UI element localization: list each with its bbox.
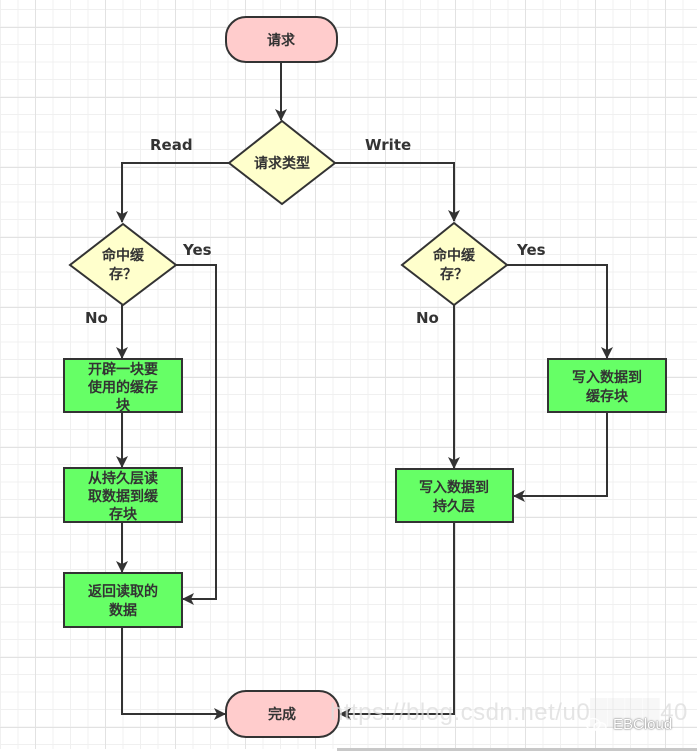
process-shape — [395, 468, 514, 523]
node-label-line: 写入数据到 — [572, 369, 642, 386]
node-label-line: 持久层 — [433, 498, 475, 515]
edges — [116, 62, 613, 720]
process-shape — [63, 572, 183, 628]
edge-write-branch — [335, 162, 460, 222]
edge-cache-to-persist — [513, 412, 608, 502]
process-shape — [547, 358, 667, 413]
terminator-shape — [225, 16, 338, 63]
node-label-line: 返回读取的 — [88, 583, 158, 600]
node-write-to-cache[interactable]: 写入数据到 缓存块 — [547, 358, 667, 413]
url-watermark: https://blog.csdn.net/u0████40 — [330, 699, 688, 726]
edge-read-yes — [176, 264, 217, 605]
process-shape — [63, 467, 183, 523]
node-label: 完成 — [268, 706, 296, 723]
node-label-line: 命中缓 — [432, 247, 476, 264]
brand-name: EBCloud — [613, 716, 673, 733]
node-alloc-cache-block[interactable]: 开辟一块要 使用的缓存 块 — [63, 358, 183, 414]
node-label: 请求类型 — [254, 155, 310, 172]
node-write-to-persistence[interactable]: 写入数据到 持久层 — [395, 468, 514, 523]
node-load-from-persistence[interactable]: 从持久层读 取数据到缓 存块 — [63, 467, 183, 523]
node-label-line: 写入数据到 — [419, 479, 489, 496]
node-write-cache-hit[interactable]: 命中缓 存？ — [400, 221, 509, 307]
edge-label-write: Write — [365, 136, 411, 154]
terminator-shape — [225, 690, 340, 738]
brand-watermark: EBCloud — [585, 716, 672, 733]
edge-write-yes — [507, 264, 613, 359]
node-label-line: 存？ — [109, 266, 137, 283]
node-label-line: 从持久层读 — [88, 470, 158, 487]
node-start[interactable]: 请求 — [225, 16, 338, 63]
edge-label-read-no: No — [85, 309, 108, 327]
node-label-line: 缓存块 — [586, 388, 629, 405]
node-label-line: 命中缓 — [101, 247, 145, 264]
process-shape — [63, 358, 183, 413]
node-label-line: 存？ — [440, 266, 468, 283]
node-end[interactable]: 完成 — [225, 690, 340, 738]
edge-return-to-end — [121, 627, 226, 720]
edge-persist-to-end — [339, 522, 455, 720]
node-label-line: 数据 — [109, 602, 137, 619]
node-request-type[interactable]: 请求类型 — [227, 119, 337, 206]
bottom-border — [337, 748, 697, 751]
watermark-url: https://blog.csdn.net/u0 — [330, 699, 591, 726]
edge-read-branch — [116, 162, 229, 223]
decision-shape — [227, 119, 337, 206]
node-read-cache-hit[interactable]: 命中缓 存？ — [68, 222, 178, 307]
node-label-line: 取数据到缓 — [88, 488, 159, 505]
node-return-data[interactable]: 返回读取的 数据 — [63, 572, 183, 628]
watermark-url-tail: 40 — [660, 699, 688, 726]
node-label-line: 开辟一块要 — [88, 361, 158, 378]
node-label: 请求 — [267, 32, 296, 49]
node-label-line: 块 — [116, 398, 131, 414]
edge-label-read-yes: Yes — [182, 241, 212, 259]
edge-label-read: Read — [150, 136, 193, 154]
decision-shape — [68, 222, 178, 307]
node-label-line: 使用的缓存 — [87, 379, 158, 396]
edge-label-write-yes: Yes — [516, 241, 546, 259]
node-label-line: 存块 — [109, 506, 138, 523]
decision-shape — [400, 221, 509, 307]
edge-label-write-no: No — [416, 309, 439, 327]
wechat-icon — [585, 717, 607, 732]
